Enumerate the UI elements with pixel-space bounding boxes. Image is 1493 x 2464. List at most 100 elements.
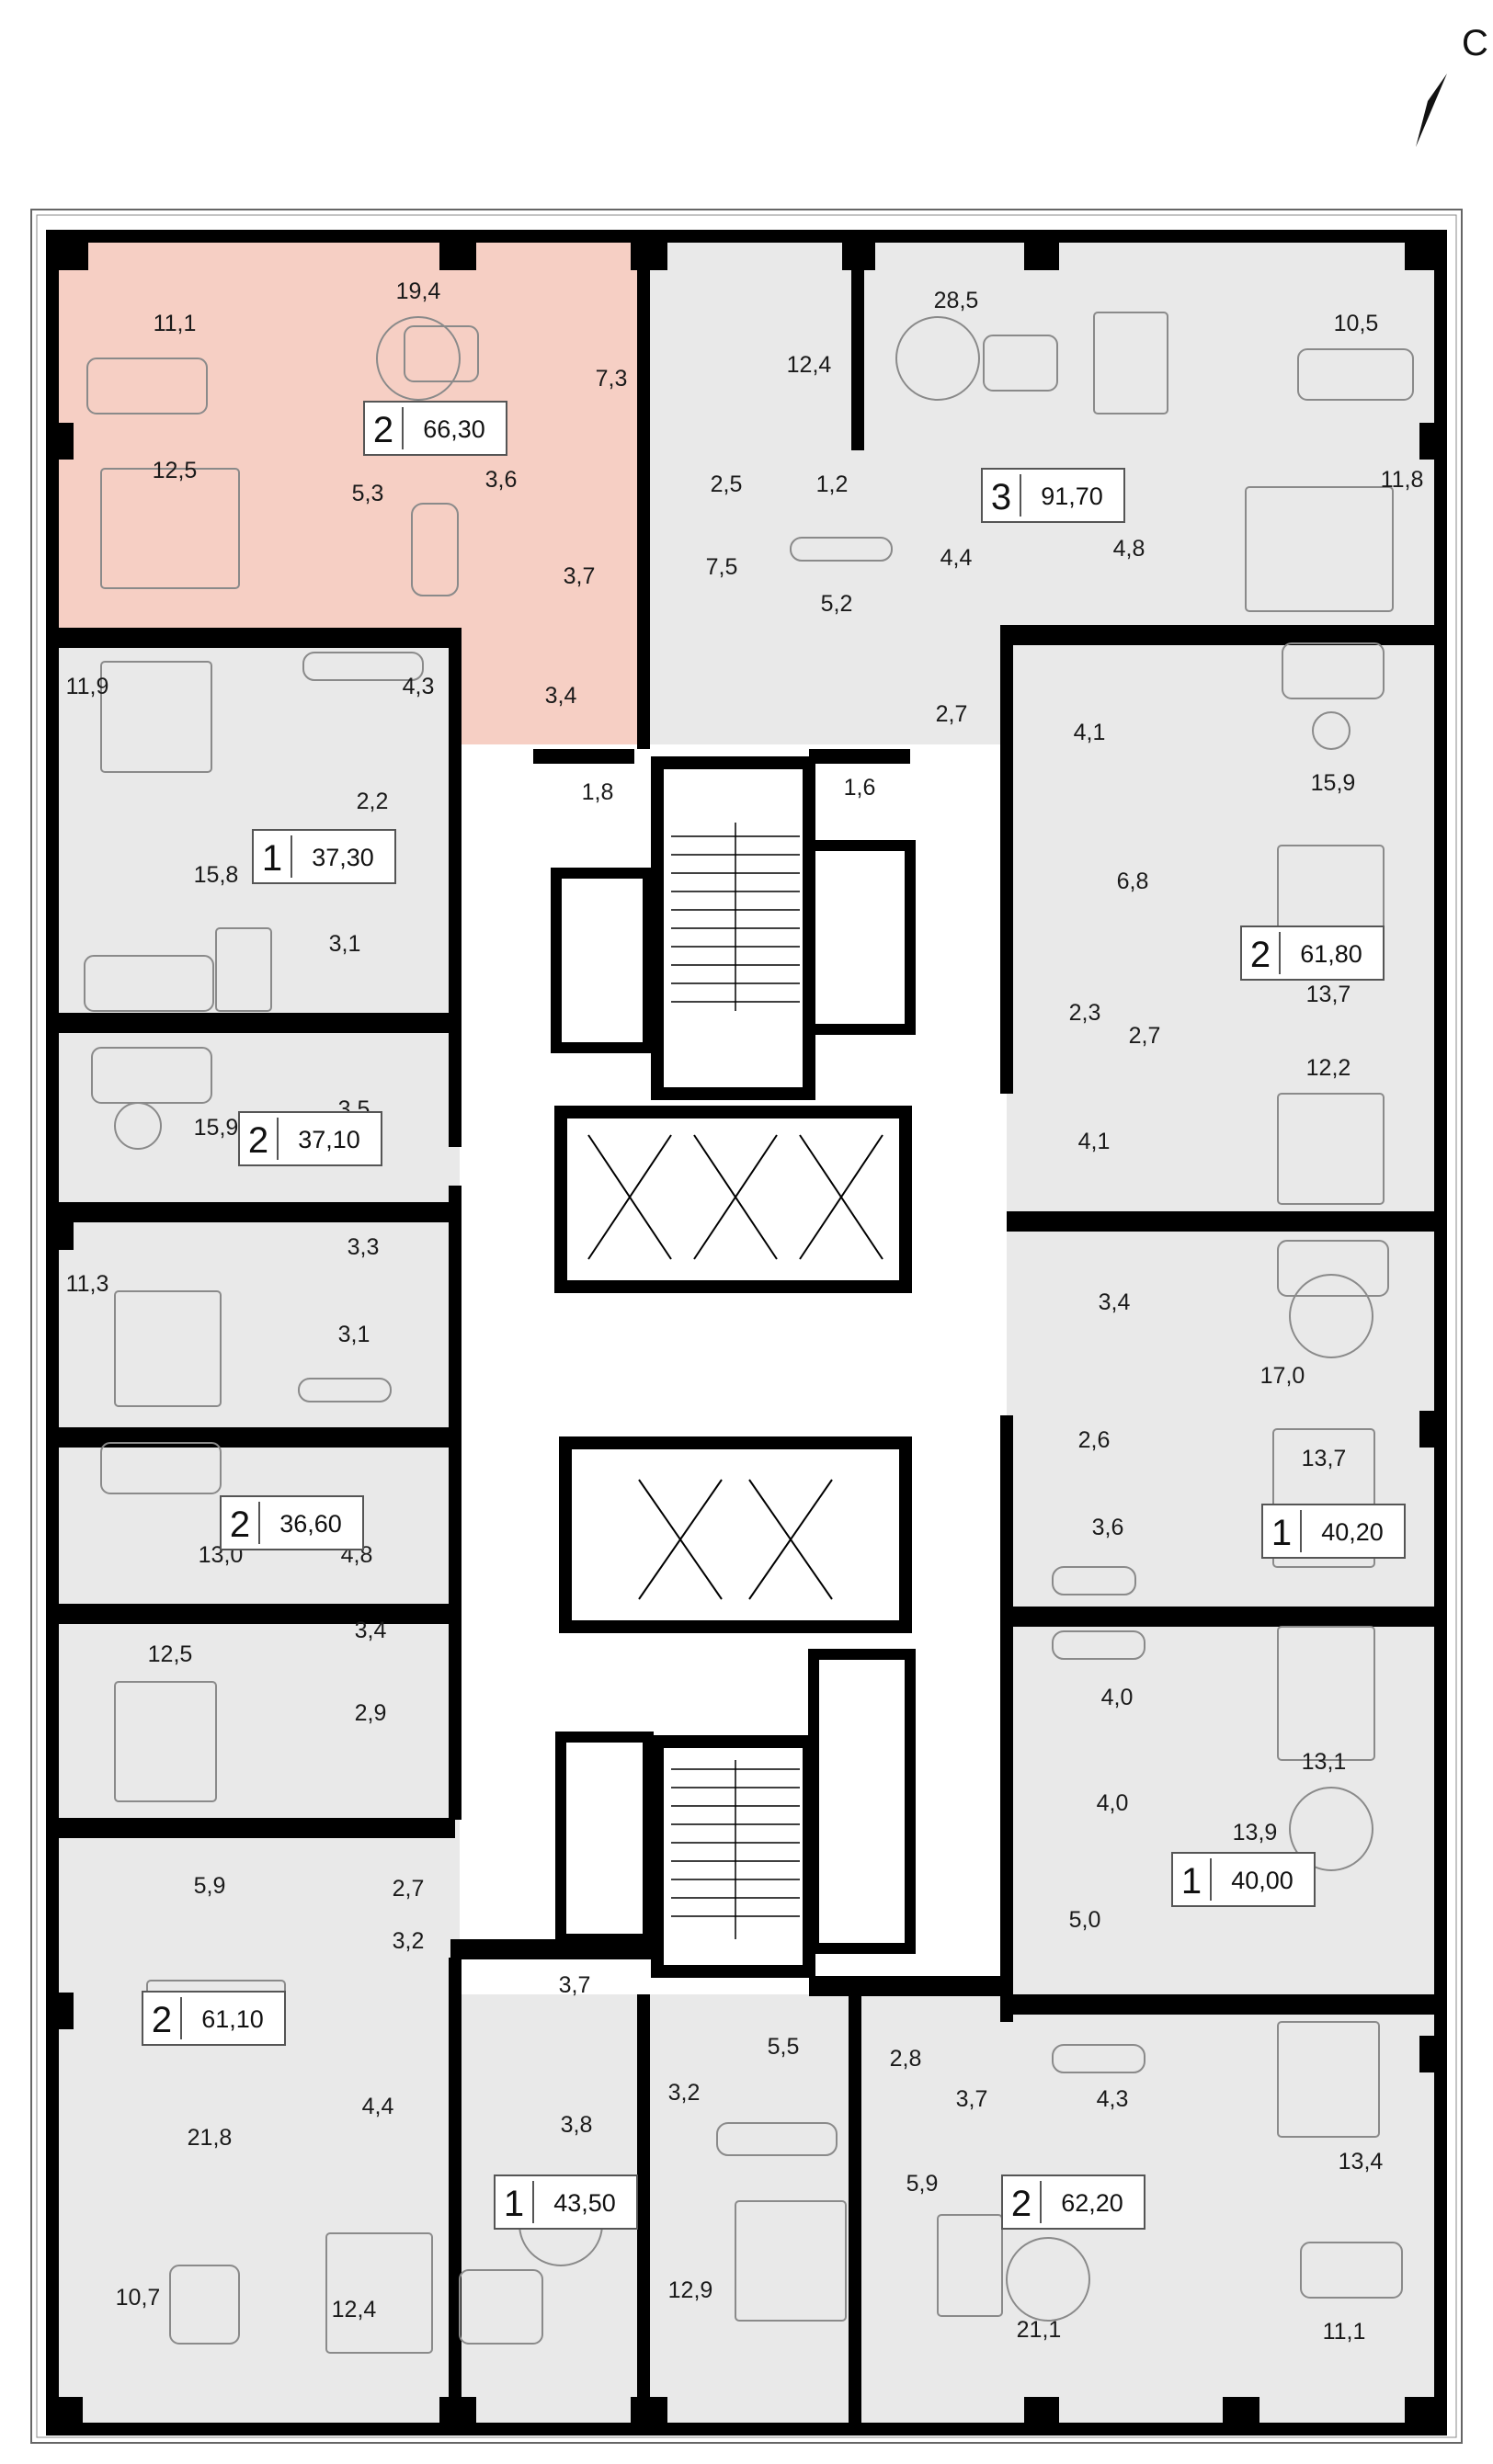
bed-furniture xyxy=(114,1290,222,1407)
room-area-label: 2,7 xyxy=(936,701,968,727)
room-area-label: 15,9 xyxy=(1311,770,1356,796)
apartment-room-count: 1 xyxy=(1271,1513,1292,1553)
room-area-label: 4,1 xyxy=(1074,720,1106,745)
room-area-label: 3,1 xyxy=(329,931,361,957)
apartment-total-area: 37,10 xyxy=(298,1126,360,1153)
sofa-furniture xyxy=(1297,348,1414,401)
bed-furniture xyxy=(1277,2021,1380,2138)
room-area-label: 11,1 xyxy=(1323,2319,1366,2345)
bed-furniture xyxy=(100,661,212,773)
room-area-label: 10,5 xyxy=(1334,311,1379,336)
bed-furniture xyxy=(1277,1093,1385,1205)
apartment-tag-box xyxy=(981,468,1125,523)
sofa-furniture xyxy=(983,335,1058,392)
room-area-label: 1,8 xyxy=(582,779,614,805)
room-area-label: 12,2 xyxy=(1306,1055,1351,1081)
compass: С xyxy=(1416,23,1488,147)
room-area-label: 3,6 xyxy=(1092,1515,1124,1540)
sofa-furniture xyxy=(86,358,208,414)
apartment-tag-box xyxy=(1001,2174,1145,2230)
room-area-label: 11,9 xyxy=(66,674,109,699)
tub-furniture xyxy=(411,503,459,596)
table-furniture xyxy=(937,2214,1003,2317)
apartment-tag-box xyxy=(220,1495,364,1550)
shaft-east-2 xyxy=(808,1649,916,1954)
room-area-label: 13,9 xyxy=(1233,1820,1278,1845)
facade-frame xyxy=(30,209,1463,2444)
apartment-tag-box xyxy=(238,1111,382,1166)
circle-furniture xyxy=(376,316,461,401)
room-area-label: 4,4 xyxy=(940,545,973,571)
room-area-label: 2,8 xyxy=(890,2046,922,2072)
room-area-label: 3,6 xyxy=(485,467,518,493)
room-area-label: 11,1 xyxy=(154,311,197,336)
room-area-label: 13,7 xyxy=(1306,982,1351,1007)
apartment-total-area: 36,60 xyxy=(279,1510,342,1538)
room-area-label: 21,1 xyxy=(1017,2317,1062,2343)
table-furniture xyxy=(1093,312,1168,414)
room-area-label: 2,3 xyxy=(1069,1000,1101,1026)
room-area-label: 5,9 xyxy=(194,1873,226,1899)
sofa-furniture xyxy=(404,325,479,382)
room-area-label: 5,5 xyxy=(768,2034,800,2060)
apartment-tag-box xyxy=(494,2174,638,2230)
room-area-label: 13,4 xyxy=(1339,2149,1384,2174)
bed-furniture xyxy=(1245,486,1394,612)
room-area-label: 2,2 xyxy=(357,789,389,814)
tub-furniture xyxy=(1052,1630,1145,1660)
sofa-furniture xyxy=(91,1047,212,1104)
room-area-label: 3,7 xyxy=(559,1972,591,1998)
shaft-east-1 xyxy=(803,840,916,1035)
apartment-area-a9[interactable] xyxy=(46,1824,460,2436)
room-area-label: 4,0 xyxy=(1097,1790,1129,1816)
room-area-label: 13,7 xyxy=(1302,1446,1347,1471)
room-area-label: 6,8 xyxy=(1117,869,1149,894)
apartment-tag-box xyxy=(1240,925,1385,981)
circle-furniture xyxy=(1289,1274,1373,1358)
tub-furniture xyxy=(790,537,893,562)
apartment-total-area: 40,20 xyxy=(1321,1518,1384,1546)
circle-furniture xyxy=(1289,1787,1373,1871)
shaft-west-1 xyxy=(551,868,654,1053)
bed-furniture xyxy=(114,1681,217,1802)
apartment-room-count: 2 xyxy=(152,2000,172,2040)
sofa-furniture xyxy=(1282,642,1385,699)
apartment-units xyxy=(46,230,1447,2436)
room-area-label: 5,9 xyxy=(906,2171,939,2197)
apartment-tag-box xyxy=(1261,1504,1406,1559)
apartment-room-count: 3 xyxy=(991,477,1011,517)
sofa-furniture xyxy=(84,955,214,1012)
corridor xyxy=(460,744,1007,1994)
apartment-tag-box xyxy=(363,401,507,456)
room-area-label: 12,5 xyxy=(148,1641,193,1667)
room-area-label: 3,1 xyxy=(338,1322,370,1347)
tub-furniture xyxy=(716,2122,838,2156)
room-area-label: 13,1 xyxy=(1302,1749,1347,1775)
apartment-total-area: 61,10 xyxy=(201,2005,264,2033)
room-area-label: 2,7 xyxy=(393,1876,425,1902)
sofa-furniture xyxy=(1300,2242,1403,2299)
room-area-label: 12,9 xyxy=(668,2277,713,2303)
apartment-total-area: 37,30 xyxy=(312,844,374,871)
room-area-label: 7,5 xyxy=(706,554,738,580)
circle-furniture xyxy=(1006,2237,1090,2322)
apartment-area-a5b xyxy=(46,1209,460,1434)
room-area-label: 10,7 xyxy=(116,2285,161,2311)
apartment-room-count: 1 xyxy=(1181,1861,1202,1902)
room-area-label: 5,0 xyxy=(1069,1907,1101,1933)
apartment-total-area: 91,70 xyxy=(1041,483,1103,510)
building-core xyxy=(551,756,916,1978)
room-area-label: 4,4 xyxy=(362,2094,394,2119)
